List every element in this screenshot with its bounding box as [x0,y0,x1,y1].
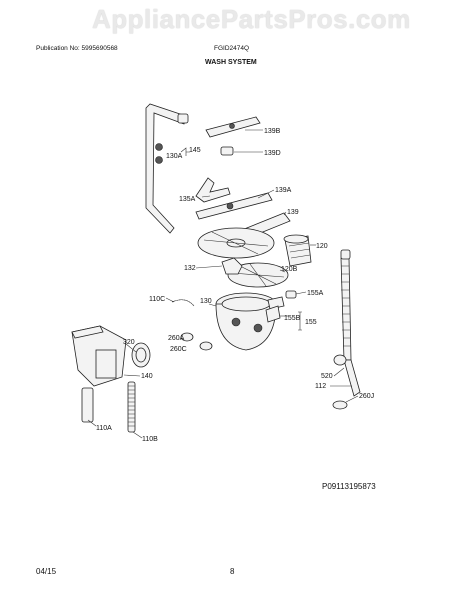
label-320: 320 [123,339,135,346]
lower-spray-arm-part [197,227,275,259]
fitting-part [265,290,297,323]
hose-clamp-j-part [332,400,348,410]
label-145: 145 [189,147,201,154]
label-112: 112 [315,383,326,390]
fine-filter-part [227,262,289,288]
nozzle-part [221,257,243,275]
footer-date: 04/15 [36,567,57,576]
label-139b: 139B [264,128,281,135]
label-260j: 260J [359,393,374,400]
long-drain-hose-part [333,249,361,397]
label-140: 140 [141,373,153,380]
label-139a: 139A [275,187,292,194]
corrugated-hose-part [127,381,136,433]
vent-housing-part [71,325,127,387]
grommet-part [131,342,151,368]
label-120: 120 [316,243,328,250]
leader-lines [87,129,359,439]
label-139: 139 [287,209,299,216]
bracket-part [195,177,231,203]
filter-part [283,234,312,267]
hose-clamp-part [180,332,213,351]
label-260a: 260A [168,335,185,342]
label-130a: 130A [166,153,183,160]
spray-arm-nut-part [220,146,234,156]
model-number: FGID2474Q [214,45,250,52]
watermark: AppliancePartsPros.com [92,4,411,34]
label-110a: 110A [96,425,112,432]
label-135a: 135A [179,196,196,203]
diagram-code: P09113195873 [322,482,376,491]
label-155b: 155B [284,315,301,322]
upper-spray-arm-part [205,116,261,138]
fill-tube-part [81,387,94,423]
label-260c: 260C [170,346,187,353]
drain-hose-part [171,299,195,307]
label-120b: 120B [281,266,298,273]
label-155: 155 [305,319,317,326]
label-139d: 139D [264,150,281,157]
label-110c: 110C [149,296,165,303]
label-132: 132 [184,265,196,272]
middle-spray-arm-part [195,192,273,220]
label-155a: 155A [307,290,324,297]
publication-number: Publication No: 5995690568 [36,45,118,52]
label-520: 520 [321,373,333,380]
section-title: WASH SYSTEM [205,59,257,66]
supply-tube-part [145,103,189,234]
label-110b: 110B [142,436,158,443]
sump-assembly-part [215,292,285,351]
page-number: 8 [230,567,235,576]
label-130: 130 [200,298,212,305]
